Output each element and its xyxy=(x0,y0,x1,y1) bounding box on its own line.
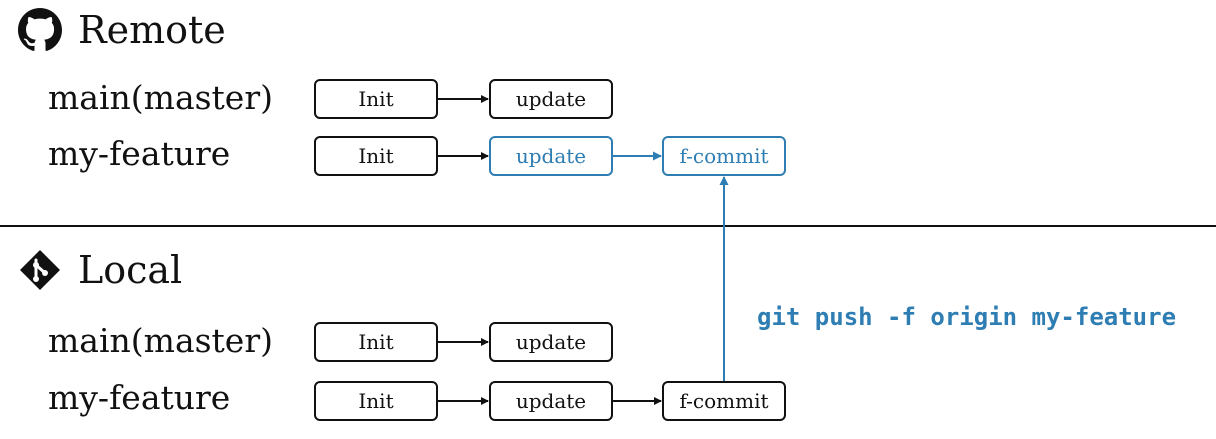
local-branch-feature-label: my-feature xyxy=(48,378,231,417)
local-title-text: Local xyxy=(78,248,183,292)
local-branch-main-label: main(master) xyxy=(48,321,273,360)
remote-title-text: Remote xyxy=(78,8,226,52)
remote-branch-main-label: main(master) xyxy=(48,78,273,117)
git-icon xyxy=(20,250,60,290)
remote-feature-commit-init: Init xyxy=(314,136,438,176)
section-divider xyxy=(0,225,1216,227)
local-feature-commit-init: Init xyxy=(314,381,438,421)
local-feature-commit-fcommit: f-commit xyxy=(662,381,786,421)
local-main-commit-update: update xyxy=(489,322,613,362)
github-icon xyxy=(18,8,62,51)
remote-main-commit-init: Init xyxy=(314,79,438,119)
remote-section-title: Remote xyxy=(18,8,226,52)
local-section-title: Local xyxy=(18,248,182,292)
remote-feature-commit-update: update xyxy=(489,136,613,176)
local-feature-commit-update: update xyxy=(489,381,613,421)
remote-feature-commit-fcommit: f-commit xyxy=(662,136,786,176)
push-command-label: git push -f origin my-feature xyxy=(757,303,1177,331)
remote-branch-feature-label: my-feature xyxy=(48,134,231,173)
remote-main-commit-update: update xyxy=(489,79,613,119)
local-main-commit-init: Init xyxy=(314,322,438,362)
